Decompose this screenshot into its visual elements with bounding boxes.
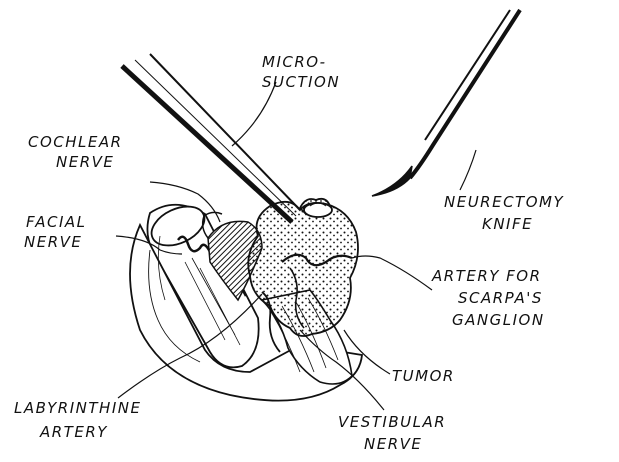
label-tumor: TUMOR — [392, 366, 455, 386]
label-artery-scarpa-line2: SCARPA'S — [458, 288, 543, 308]
label-microsuction-line1: MICRO- — [262, 52, 326, 72]
label-cochlear-line1: COCHLEAR — [28, 132, 123, 152]
label-artery-scarpa-line3: GANGLION — [452, 310, 545, 330]
label-facial-line2: NERVE — [24, 232, 82, 252]
leader-artery-scarpa — [352, 256, 432, 290]
neurectomy-knife — [372, 10, 520, 196]
label-labyrinthine-line1: LABYRINTHINE — [14, 398, 141, 418]
label-neurectomy-line2: KNIFE — [482, 214, 533, 234]
tumor-drawing — [248, 199, 358, 352]
label-cochlear-line2: NERVE — [56, 152, 114, 172]
leader-neurectomy — [460, 150, 476, 190]
label-vestibular-line1: VESTIBULAR — [338, 412, 446, 432]
label-labyrinthine-line2: ARTERY — [40, 422, 108, 442]
label-microsuction-line2: SUCTION — [262, 72, 340, 92]
label-neurectomy-line1: NEURECTOMY — [444, 192, 564, 212]
label-facial-line1: FACIAL — [26, 212, 87, 232]
label-vestibular-line2: NERVE — [364, 434, 422, 454]
label-artery-scarpa-line1: ARTERY FOR — [432, 266, 542, 286]
